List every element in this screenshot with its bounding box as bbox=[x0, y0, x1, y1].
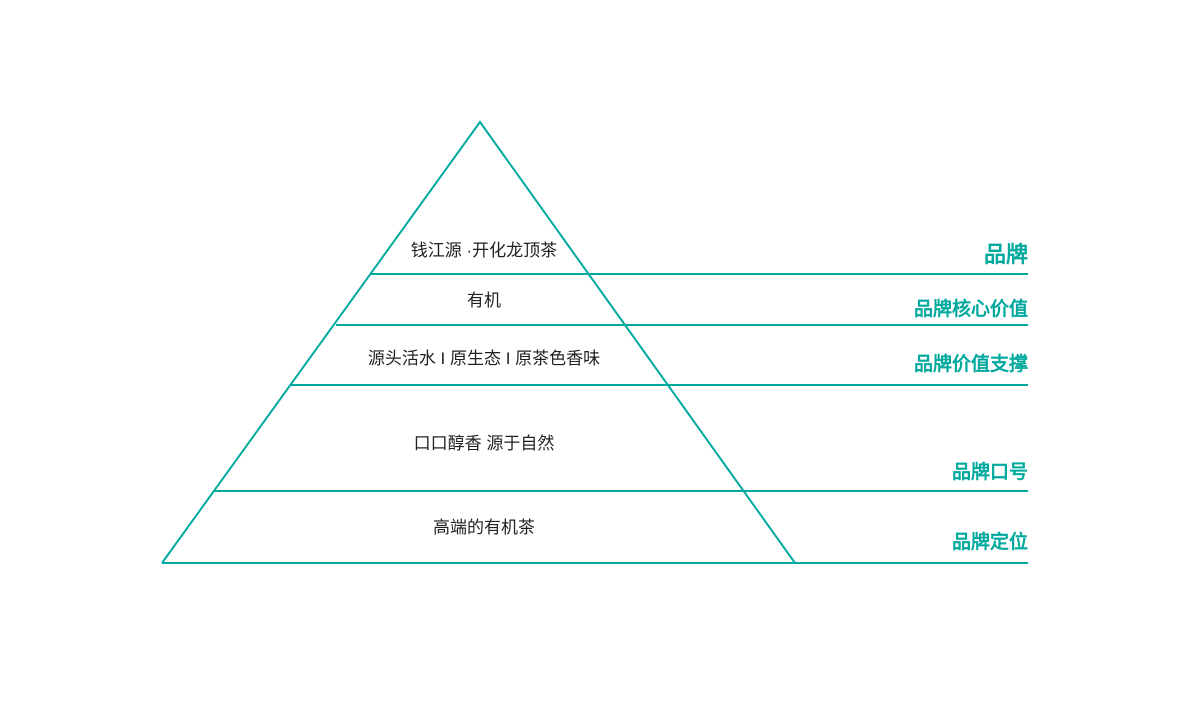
level-5-content: 高端的有机茶 bbox=[433, 518, 535, 537]
level-2-content: 有机 bbox=[467, 291, 501, 310]
level-5-label: 品牌定位 bbox=[952, 530, 1028, 553]
level-3-label: 品牌价值支撑 bbox=[914, 352, 1028, 375]
pyramid-outline bbox=[161, 120, 796, 564]
level-3-content: 源头活水 I 原生态 I 原茶色香味 bbox=[368, 349, 600, 368]
level-1-label: 品牌 bbox=[984, 242, 1028, 267]
level-2-label: 品牌核心价值 bbox=[914, 297, 1028, 320]
level-1-content: 钱江源 ·开化龙顶茶 bbox=[411, 241, 557, 260]
level-4-label: 品牌口号 bbox=[952, 460, 1028, 483]
level-4-content: 口口醇香 源于自然 bbox=[414, 434, 555, 453]
